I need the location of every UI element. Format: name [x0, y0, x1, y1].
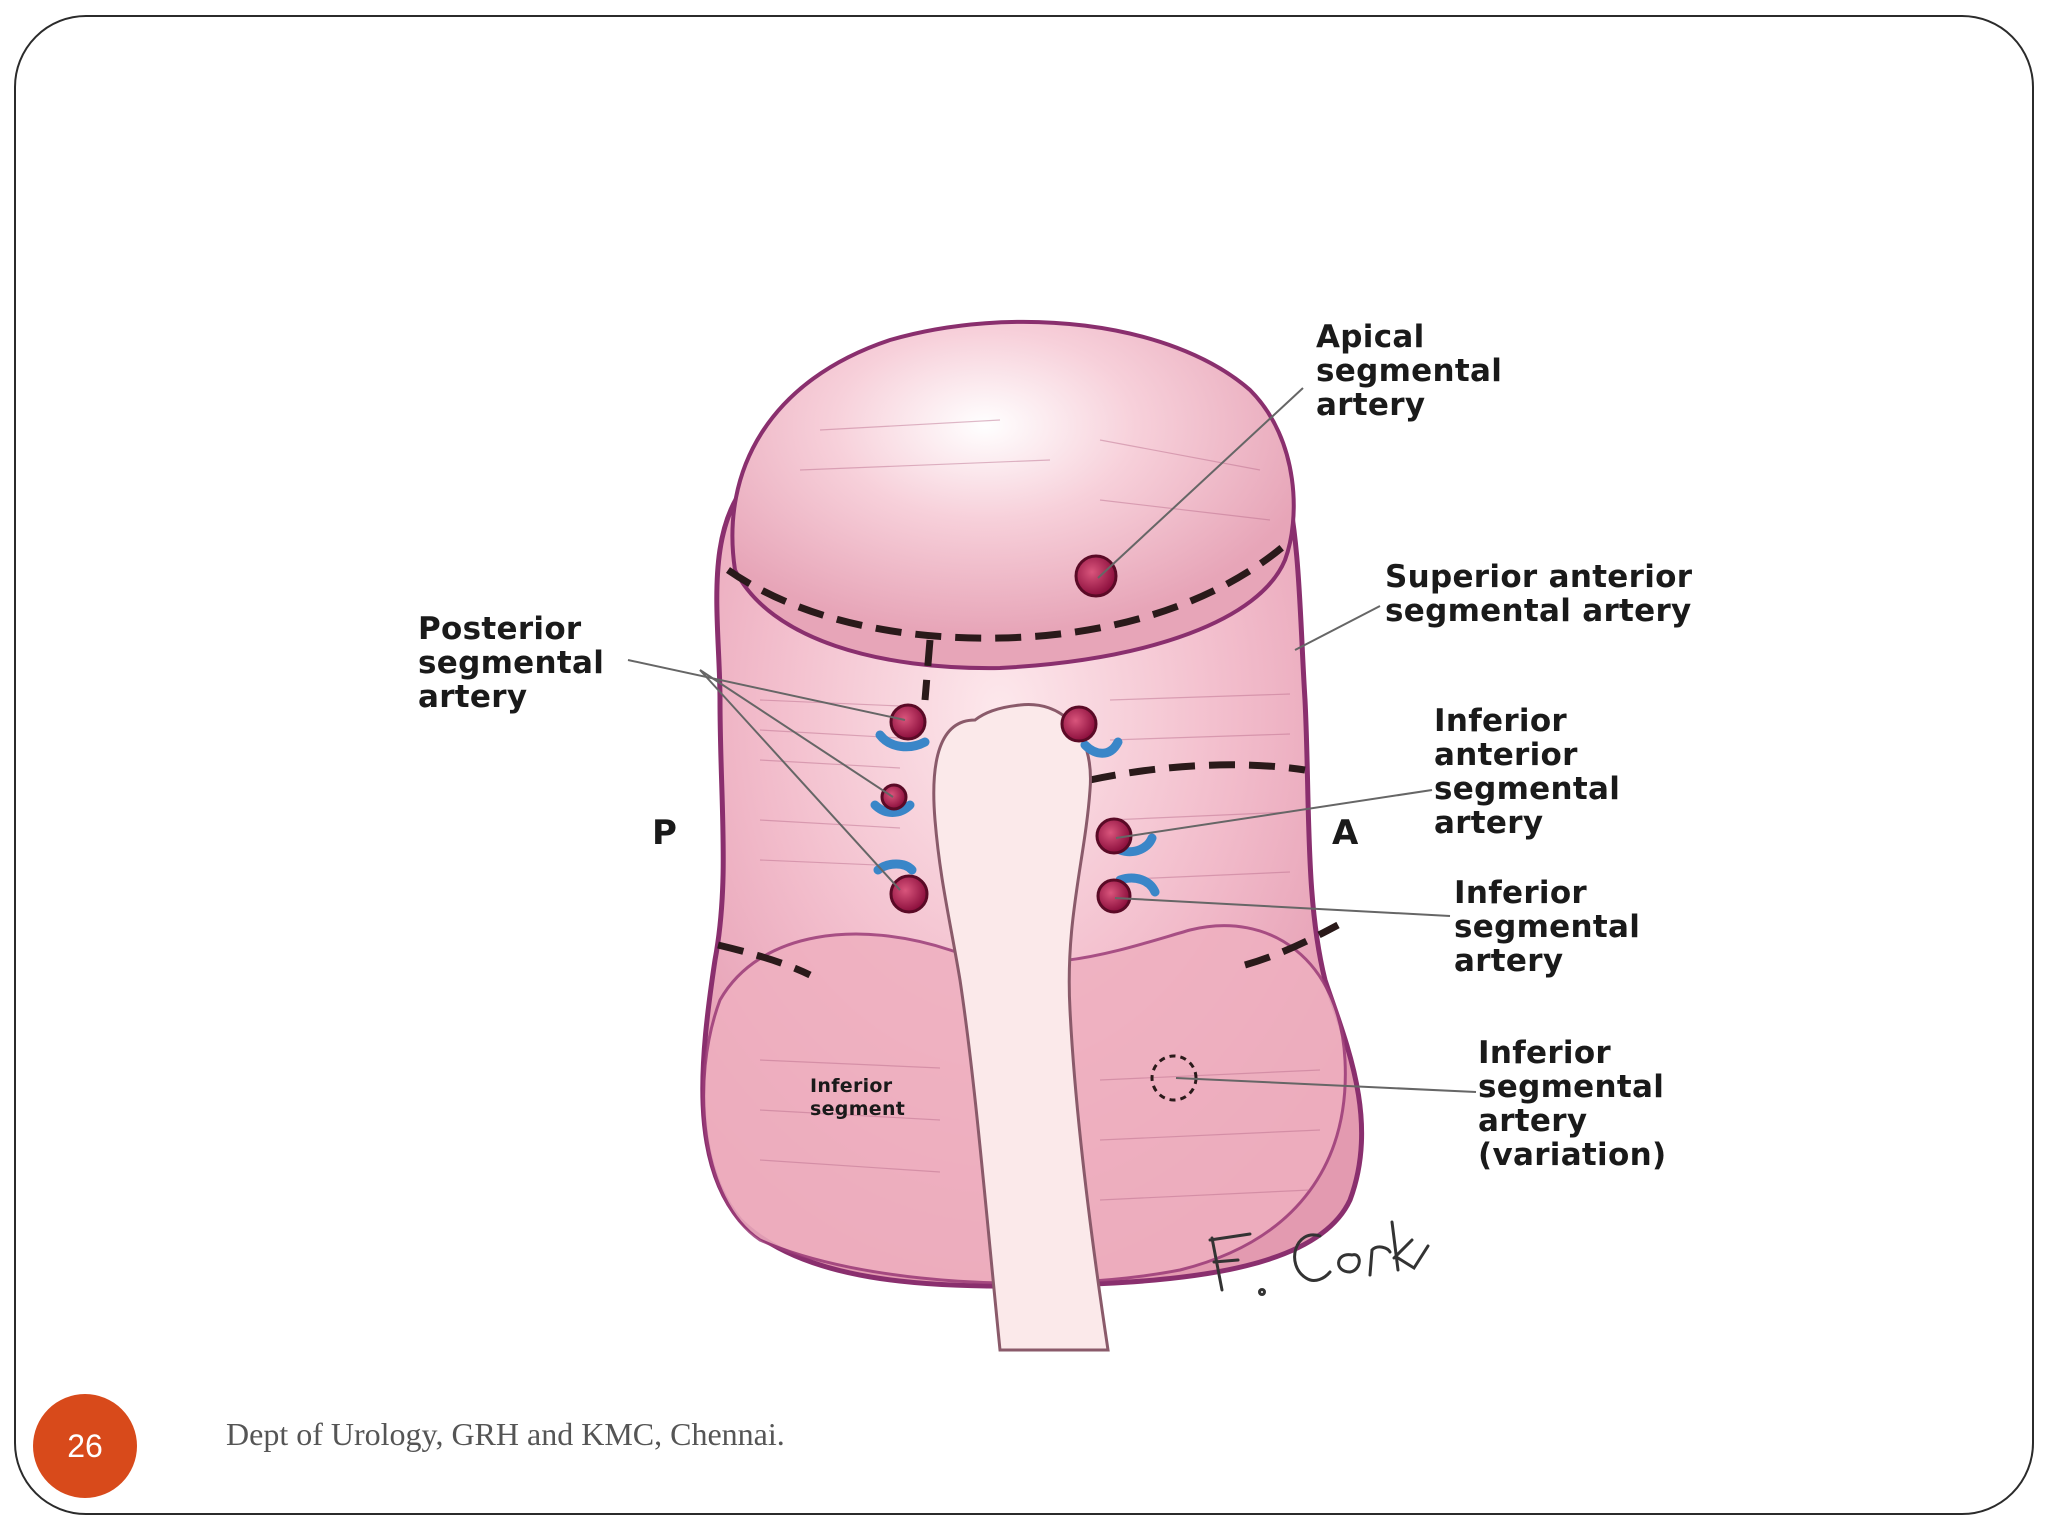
upper-pole	[730, 319, 1296, 671]
label-inferior-segment: Inferior segment	[810, 1075, 906, 1120]
label-inferior-anterior-segmental-artery: Inferior anterior segmental artery	[1434, 703, 1621, 841]
apical-artery-dot	[1074, 554, 1118, 598]
anterior-artery-dot-1	[1060, 705, 1098, 743]
posterior-artery-dot-2	[880, 783, 908, 811]
inferior-artery-dot	[1096, 878, 1132, 914]
surface-hatching	[759, 419, 1321, 1201]
posterior-artery-dot-3	[889, 874, 929, 914]
label-inferior-segmental-artery-variation: Inferior segmental artery (variation)	[1478, 1035, 1667, 1173]
label-inferior-segmental-artery: Inferior segmental artery	[1454, 875, 1641, 979]
page-number-badge: 26	[33, 1394, 137, 1498]
label-posterior-segmental-artery: Posterior segmental artery	[418, 611, 605, 715]
artist-signature	[1208, 1220, 1430, 1296]
marker-anterior: A	[1332, 813, 1359, 853]
posterior-artery-dot-1	[889, 703, 927, 741]
segment-boundaries	[717, 542, 1340, 979]
leader-lines	[627, 387, 1477, 1093]
label-superior-anterior-segmental-artery: Superior anterior segmental artery	[1385, 559, 1693, 629]
footer-text: Dept of Urology, GRH and KMC, Chennai.	[226, 1416, 785, 1452]
label-apical-segmental-artery: Apical segmental artery	[1316, 319, 1503, 423]
marker-posterior: P	[652, 813, 678, 853]
artery-cross-sections	[880, 554, 1133, 914]
